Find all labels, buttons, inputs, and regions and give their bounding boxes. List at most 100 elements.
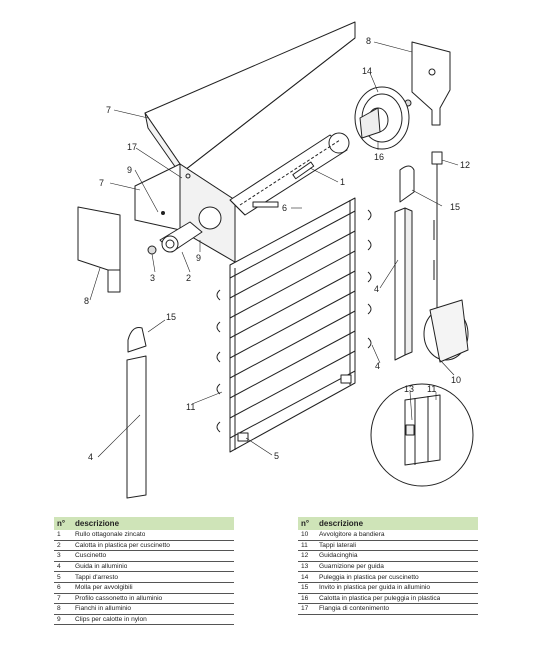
left-side-panel (77, 206, 121, 293)
legend-description: Flangia di contenimento (319, 605, 390, 613)
legend-number: 12 (301, 552, 309, 560)
slat-end-caps-right (367, 209, 372, 349)
legend-row: 4 Guida in alluminio (54, 562, 234, 573)
callout-label: 17 (127, 142, 137, 152)
legend-row: 14 Puleggia in plastica per cuscinetto (298, 572, 478, 583)
legend-row: 11 Tappi laterali (298, 541, 478, 552)
legend-number: 15 (301, 584, 309, 592)
callout-label: 14 (362, 66, 372, 76)
legend-row: 1 Rullo ottagonale zincato (54, 530, 234, 541)
slat-end-caps-left (216, 289, 221, 433)
shutter-slats (229, 197, 356, 453)
callout-label: 12 (460, 160, 470, 170)
legend-number: 11 (301, 541, 308, 549)
callout-label: 16 (374, 152, 384, 162)
callout-label: 7 (106, 105, 111, 115)
callout-labels: 8 14 7 17 9 16 12 7 1 15 6 9 3 2 4 8 15 … (84, 36, 470, 462)
callout-label: 13 (404, 384, 414, 394)
legend-row: 9 Clips per calotte in nylon (54, 615, 234, 626)
right-side-plate (404, 41, 451, 126)
legend-description: Invito in plastica per guida in allumini… (319, 584, 431, 592)
callout-label: 8 (84, 296, 89, 306)
callout-label: 1 (340, 177, 345, 187)
legend-description: Fianchi in alluminio (75, 605, 132, 613)
legend-row: 2 Calotta in plastica per cuscinetto (54, 541, 234, 552)
legend-description: Tappi laterali (319, 541, 357, 549)
belt-guide (431, 151, 443, 310)
exploded-view-diagram: 8 14 7 17 9 16 12 7 1 15 6 9 3 2 4 8 15 … (77, 21, 474, 499)
legend-number: 7 (57, 594, 61, 602)
octagonal-roller (229, 132, 350, 216)
callout-label: 15 (166, 312, 176, 322)
legend-number: 16 (301, 594, 309, 602)
box-cover (144, 21, 356, 179)
legend-header: n° descrizione (298, 517, 478, 530)
legend-row: 16 Calotta in plastica per puleggia in pl… (298, 594, 478, 605)
callout-label: 9 (127, 165, 132, 175)
legend-header-number: n° (301, 519, 310, 528)
legend-number: 10 (301, 531, 309, 539)
belt-winder (423, 299, 469, 363)
legend-description: Profilo cassonetto in alluminio (75, 594, 163, 602)
callout-label: 4 (88, 452, 93, 462)
legend-description: Puleggia in plastica per cuscinetto (319, 573, 419, 581)
legend-description: Tappi d'arresto (75, 573, 119, 581)
legend-row: 15 Invito in plastica per guida in allumi… (298, 583, 478, 594)
callout-label: 7 (99, 178, 104, 188)
callout-label: 3 (150, 273, 155, 283)
legend-description: Guarnizione per guida (319, 563, 384, 571)
legend-description: Rullo ottagonale zincato (75, 531, 146, 539)
legend-number: 1 (57, 531, 61, 539)
legend-row: 13 Guarnizione per guida (298, 562, 478, 573)
callout-label: 11 (427, 384, 436, 394)
bearing-cap (147, 221, 203, 255)
legend-number: 17 (301, 605, 309, 613)
leader-lines (89, 41, 459, 458)
legend-row: 7 Profilo cassonetto in alluminio (54, 594, 234, 605)
legend-header-description: descrizione (319, 519, 364, 528)
legend-number: 13 (301, 563, 309, 571)
legend-header-description: descrizione (75, 519, 120, 528)
legend-row: 10 Avvolgitore a bandiera (298, 530, 478, 541)
legend-description: Calotta in plastica per puleggia in plas… (319, 594, 441, 602)
legend-row: 6 Molla per avvolgibili (54, 583, 234, 594)
legend-row: 17 Flangia di contenimento (298, 604, 478, 615)
legend-number: 14 (301, 573, 309, 581)
callout-label: 5 (274, 451, 279, 461)
legend-row: 8 Fianchi in alluminio (54, 604, 234, 615)
legend-row: 5 Tappi d'arresto (54, 572, 234, 583)
callout-label: 8 (366, 36, 371, 46)
callout-label: 4 (374, 284, 379, 294)
legend-description: Guidacinghia (319, 552, 358, 560)
callout-label: 10 (451, 375, 461, 385)
legend-description: Calotta in plastica per cuscinetto (75, 541, 170, 549)
legend-table-left: n° descrizione 1 Rullo ottagonale zincato… (54, 517, 234, 626)
legend-number: 3 (57, 552, 61, 560)
legend-description: Molla per avvolgibili (75, 584, 133, 592)
legend-header-number: n° (57, 519, 66, 528)
legend-description: Avvolgitore a bandiera (319, 531, 385, 539)
left-guide-rail (126, 327, 147, 499)
legend-number: 9 (57, 616, 61, 624)
legend-row: 12 Guidacinghia (298, 551, 478, 562)
callout-label: 2 (186, 273, 191, 283)
callout-label: 15 (450, 202, 460, 212)
legend-description: Guida in alluminio (75, 563, 128, 571)
pulley (354, 86, 410, 150)
legend-number: 6 (57, 584, 61, 592)
callout-label: 11 (186, 402, 195, 412)
legend-description: Clips per calotte in nylon (75, 616, 147, 624)
legend-number: 5 (57, 573, 61, 581)
legend-number: 8 (57, 605, 61, 613)
right-guide-rail (394, 165, 415, 361)
callout-label: 4 (375, 361, 380, 371)
legend-number: 4 (57, 563, 61, 571)
callout-label: 6 (282, 203, 287, 213)
legend-number: 2 (57, 541, 61, 549)
legend-row: 3 Cuscinetto (54, 551, 234, 562)
legend-description: Cuscinetto (75, 552, 107, 560)
inset-detail (370, 383, 474, 487)
legend-header: n° descrizione (54, 517, 234, 530)
callout-label: 9 (196, 253, 201, 263)
